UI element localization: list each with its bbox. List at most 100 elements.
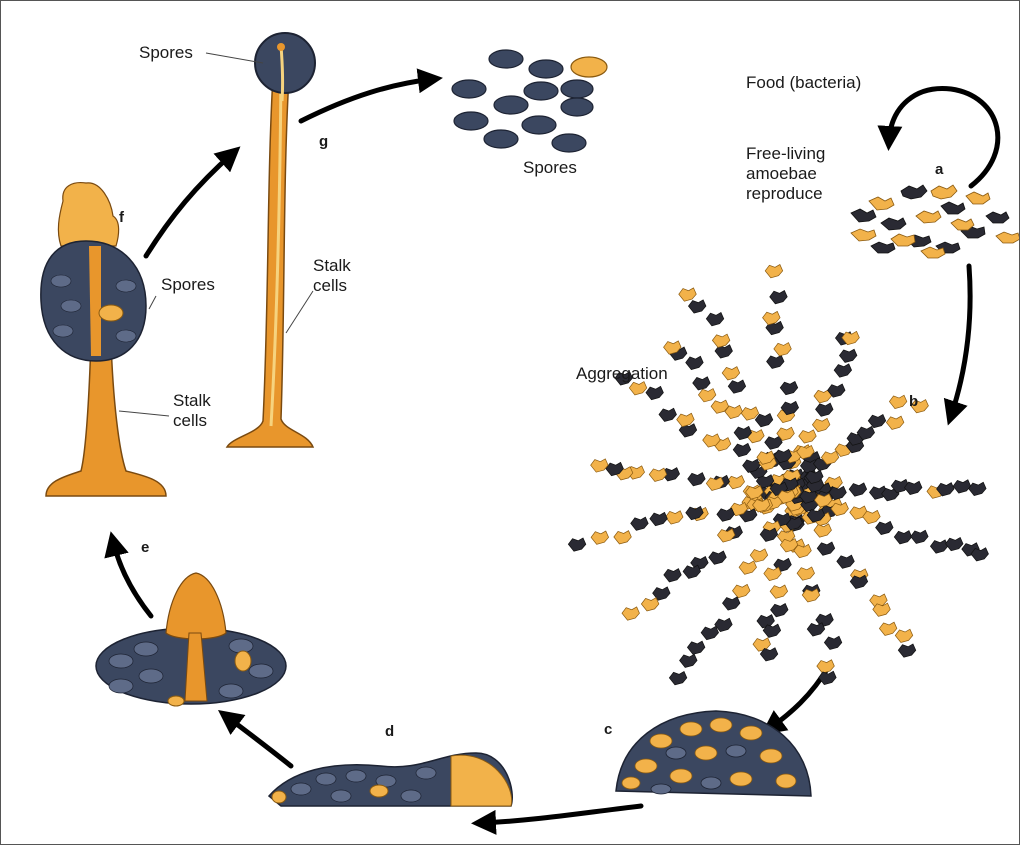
amoeba-cell [817,660,835,673]
amoeba-cell [680,654,698,667]
stage-label-g: g [319,133,328,150]
amoeba-cell [849,483,867,496]
stage-label-a: a [935,161,943,178]
amoeba-cell [755,414,773,427]
label-aggregation: Aggregation [576,364,668,384]
amoeba-cell [879,622,897,635]
amoeba-cell [709,551,727,564]
amoeba-cell [712,334,730,347]
amoeba-cell [763,311,781,324]
amoeba-cell [753,638,771,651]
label-stalk-g: Stalk [313,256,351,276]
stage-a-amoebae [851,185,1020,258]
amoeba-cell [631,517,649,530]
arrow-f-to-g [146,153,233,256]
amoeba-cell [733,443,751,456]
amoeba-cell [733,584,751,597]
amoeba-cell [664,569,682,582]
amoeba-cell [666,511,684,524]
amoeba-cell [659,408,677,421]
amoeba-cell [728,380,746,393]
amoeba-cell [898,644,916,657]
amoeba-cell [868,414,886,427]
amoeba-cell [677,413,695,426]
stage-c-mound [616,711,811,796]
amoeba-cell [568,538,586,551]
amoeba-cell [622,607,640,620]
amoeba-cell [641,598,659,611]
stage-f-fruiting-body [41,183,166,496]
amoeba-cell [722,367,740,380]
label-free-living: Free-living [746,144,825,164]
amoeba-cell [701,626,719,639]
stage-label-d: d [385,723,394,740]
amoeba-cell [797,567,815,580]
amoeba-cell [765,436,783,449]
amoeba-cell [834,364,852,377]
arrow-a-to-b [951,266,970,416]
amoeba-cell [895,629,913,642]
stage-label-e: e [141,539,149,556]
amoeba-cell [750,549,768,562]
amoeba-cell [816,403,834,416]
arrow-food-loop [889,89,998,186]
amoeba-cell [817,542,835,555]
arrow-c-to-d [481,806,641,823]
label-food: Food (bacteria) [746,73,861,93]
amoeba-cell [799,430,817,443]
amoeba-cell [946,537,964,550]
stage-e-culmination [96,573,286,706]
amoeba-cell [807,623,825,636]
amoeba-cell [757,615,775,628]
amoeba-cell [717,508,735,521]
cycle-arrows [113,79,998,823]
amoeba-cell [741,407,759,420]
amoeba-cell [876,521,894,534]
stage-b-aggregation [568,265,988,685]
amoeba-cell [706,313,724,326]
amoeba-cell [886,416,904,429]
label-spores-head: Spores [139,43,193,63]
amoeba-cell [646,386,664,399]
amoeba-cell [687,641,705,654]
amoeba-cell [688,300,706,313]
amoeba-cell [812,418,830,431]
stage-g-fruiting-body [227,33,315,447]
label-stalk-f: Stalk [173,391,211,411]
amoeba-cell [930,540,948,553]
stage-d-slug [269,753,512,806]
amoeba-cell [770,291,788,304]
spores-cluster [452,50,607,152]
amoeba-cell [889,395,907,408]
label-reproduce: reproduce [746,184,823,204]
amoeba-cell [591,531,609,544]
amoeba-cell [839,349,857,362]
arrow-g-to-spores [301,79,433,121]
amoeba-cell [969,482,987,495]
stage-label-f: f [119,209,124,226]
amoeba-cell [698,389,716,402]
amoeba-cell [693,377,711,390]
amoeba-cell [764,567,782,580]
stage-label-b: b [909,393,918,410]
amoeba-cell [774,343,792,356]
amoeba-cell [649,468,667,481]
amoeba-cell [824,636,842,649]
label-cells-g: cells [313,276,347,296]
amoeba-cell [727,476,745,489]
amoeba-cell [669,672,687,685]
label-cells-f: cells [173,411,207,431]
amoeba-cell [837,555,855,568]
amoeba-cell [767,355,785,368]
label-spores-cluster: Spores [523,158,577,178]
amoeba-cell [814,524,832,537]
amoeba-cell [686,356,704,369]
amoeba-cell [591,459,609,472]
amoeba-cell [765,265,783,278]
amoeba-cell [650,512,668,525]
amoeba-cell [679,288,697,301]
amoeba-cell [770,585,788,598]
stage-label-c: c [604,721,612,738]
